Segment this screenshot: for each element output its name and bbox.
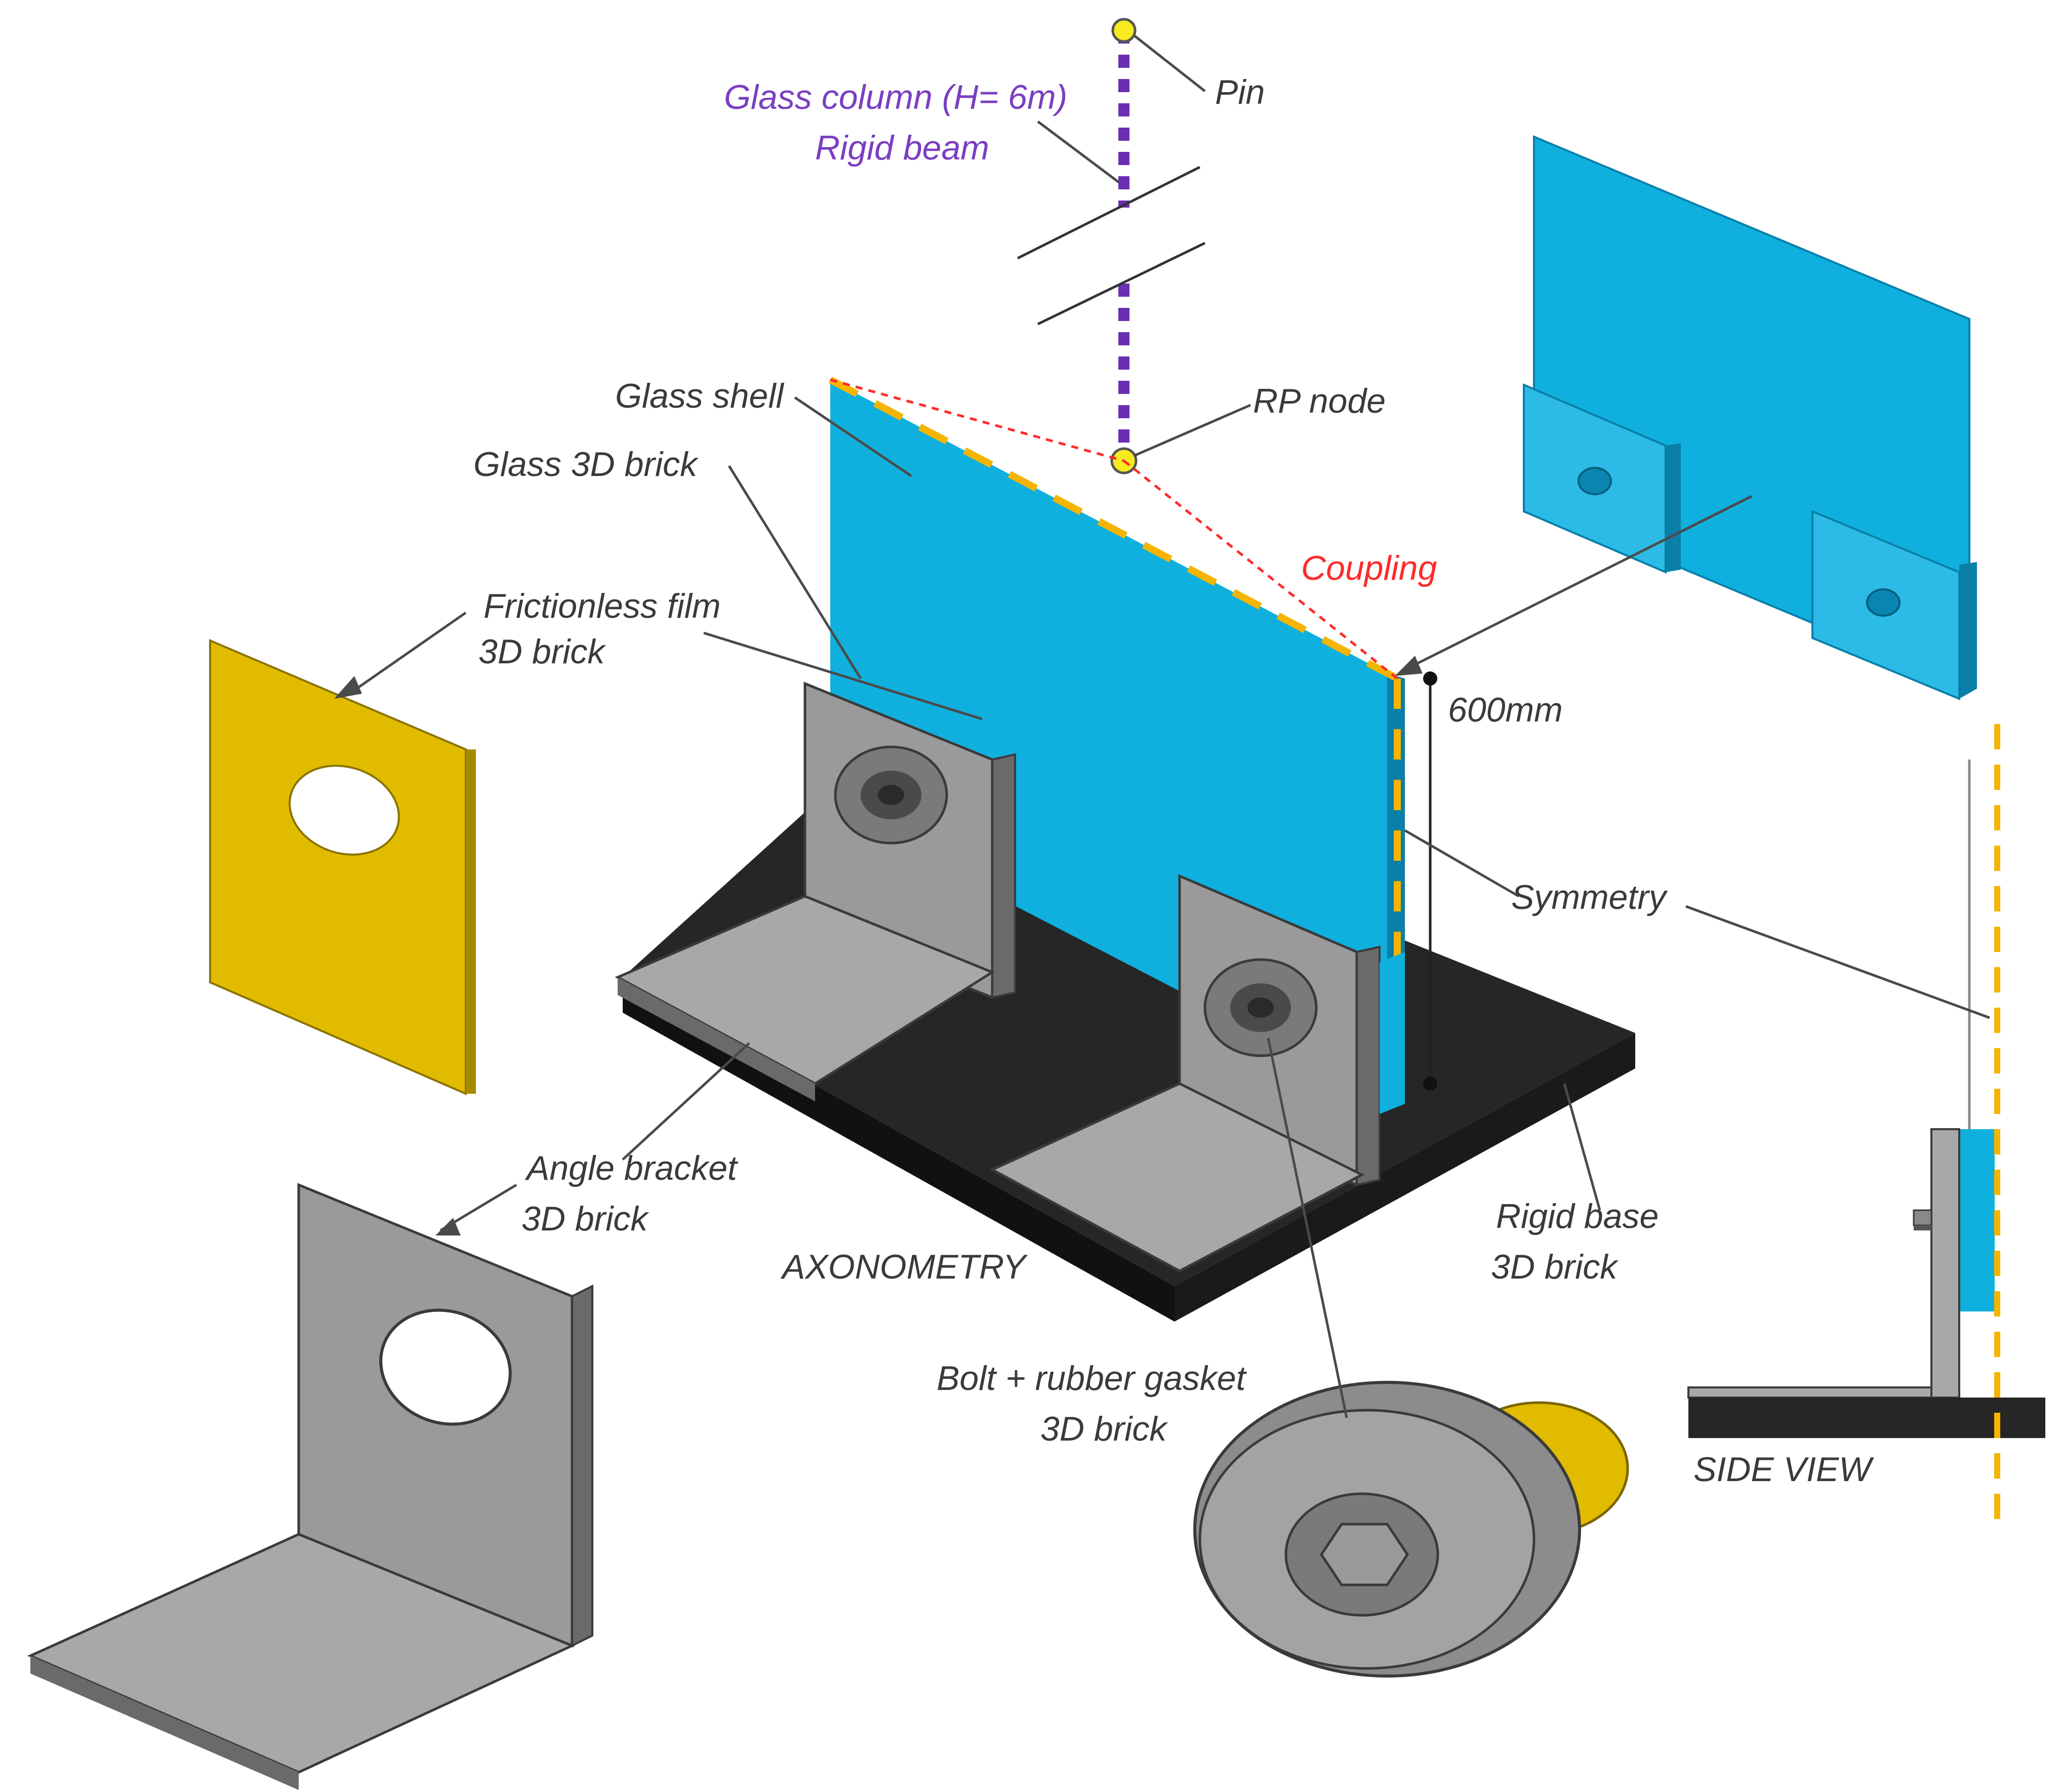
coupling-label: Coupling bbox=[1301, 549, 1437, 587]
angle-bracket-label-1: Angle bracket bbox=[524, 1149, 739, 1187]
bolt-label-2: 3D brick bbox=[1040, 1410, 1168, 1448]
pin-label: Pin bbox=[1215, 73, 1265, 111]
side-view-label: SIDE VIEW bbox=[1693, 1450, 1874, 1489]
glass-3d-brick-label: Glass 3D brick bbox=[473, 445, 699, 484]
glass-panel-detail bbox=[1523, 135, 1977, 700]
glass-column bbox=[1017, 30, 1206, 456]
angle-bracket-right bbox=[989, 874, 1405, 1272]
angle-bracket-left bbox=[615, 682, 1016, 1101]
rigid-base-label-1: Rigid base bbox=[1496, 1197, 1659, 1236]
dimension-label: 600mm bbox=[1448, 691, 1563, 729]
symmetry-label: Symmetry bbox=[1511, 878, 1668, 917]
frictionless-film bbox=[209, 639, 476, 1096]
rigid-base-label-2: 3D brick bbox=[1491, 1248, 1619, 1286]
axonometry-label: AXONOMETRY bbox=[780, 1248, 1028, 1286]
angle-bracket-detail bbox=[27, 1183, 593, 1790]
bolt-label-1: Bolt + rubber gasket bbox=[937, 1359, 1247, 1398]
pin-node bbox=[1111, 18, 1137, 43]
glass-column-label: Glass column (H= 6m) bbox=[724, 78, 1067, 116]
frictionless-film-label-2: 3D brick bbox=[478, 632, 606, 671]
glass-shell-label: Glass shell bbox=[615, 377, 784, 415]
angle-bracket-label-2: 3D brick bbox=[521, 1200, 649, 1238]
dimension-600mm bbox=[1423, 671, 1437, 1091]
frictionless-film-label-1: Frictionless film bbox=[483, 587, 721, 625]
rigid-beam-label: Rigid beam bbox=[815, 129, 989, 167]
leader-lines bbox=[334, 34, 1990, 1418]
rp-node-label: RP node bbox=[1253, 382, 1386, 420]
side-view bbox=[1687, 724, 2045, 1524]
bolt-gasket-detail bbox=[1193, 1381, 1629, 1678]
